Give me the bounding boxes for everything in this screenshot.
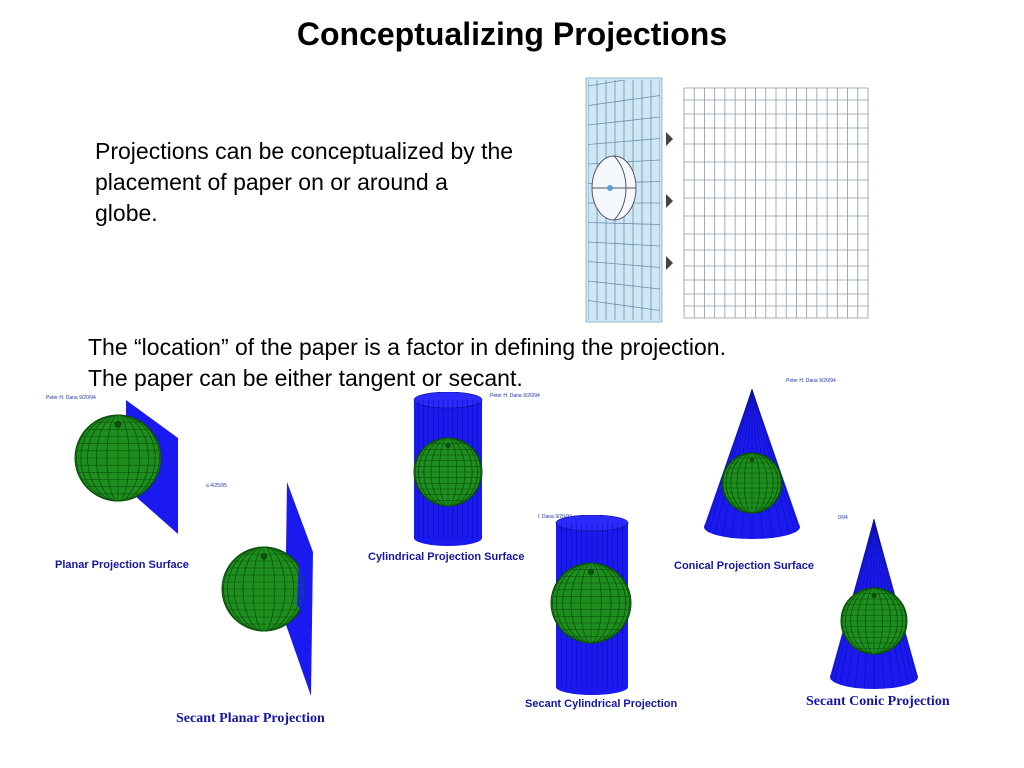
- cylindrical-caption: Cylindrical Projection Surface: [368, 551, 525, 563]
- secant-cylindrical-caption: Secant Cylindrical Projection: [525, 698, 678, 710]
- location-paragraph: The “location” of the paper is a factor …: [88, 332, 848, 394]
- globe-shape: [413, 437, 483, 507]
- arrow-markers: [666, 132, 673, 270]
- conical-projection-diagram: [704, 388, 800, 539]
- cylindrical-projection-diagram: [413, 392, 483, 546]
- globe-shape: [550, 562, 632, 644]
- globe-shape: [221, 546, 307, 632]
- globe-shape: [721, 452, 783, 514]
- unrolled-cylinder-paper: [585, 77, 663, 323]
- secant-planar-diagram: [221, 482, 313, 696]
- globe-shape: [74, 414, 162, 502]
- secant-planar-caption: Secant Planar Projection: [176, 711, 325, 726]
- secant-conic-caption: Secant Conic Projection: [806, 694, 950, 709]
- secant-planar-credit: a 4/25/95: [206, 483, 227, 489]
- secant-conic-diagram: [830, 518, 918, 689]
- secant-conic-credit: 0/94: [838, 515, 848, 521]
- intro-paragraph: Projections can be conceptualized by the…: [95, 138, 514, 226]
- planar-caption: Planar Projection Surface: [55, 559, 189, 571]
- cylinder-unroll-illustration: [585, 77, 869, 323]
- conical-credit: Peter H. Dana 9/20/94: [786, 378, 836, 384]
- planar-projection-diagram: [74, 400, 178, 534]
- location-line-1: The “location” of the paper is a factor …: [88, 334, 726, 360]
- cylindrical-credit: Peter H. Dana 9/20/94: [490, 393, 540, 399]
- flat-map-grid: [683, 87, 869, 319]
- secant-cylindrical-diagram: [550, 515, 632, 695]
- globe-shape: [840, 587, 908, 655]
- planar-credit: Peter H. Dana 9/20/94: [46, 395, 96, 401]
- slide-title: Conceptualizing Projections: [296, 16, 728, 52]
- secant-cylindrical-credit: l. Dana 9/20/94: [538, 514, 572, 520]
- conical-caption: Conical Projection Surface: [674, 560, 814, 572]
- location-line-2: The paper can be either tangent or secan…: [88, 365, 523, 391]
